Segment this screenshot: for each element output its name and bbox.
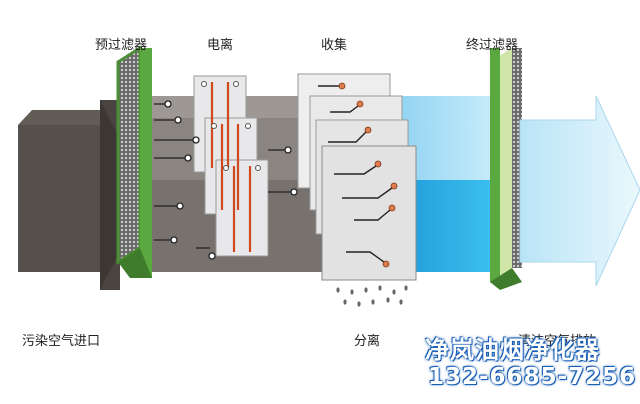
outlet-air-arrow [519,95,640,287]
collection-stage [297,73,417,281]
final-filter-label: 终过滤器 [466,38,519,53]
ionization-stage [154,75,298,260]
collection-label: 收集 [321,38,348,53]
separation-label: 分离 [354,334,381,349]
outlet-label: 清洁空气排放 [518,334,597,349]
final-filter-panel [490,48,522,290]
inlet-air-arrow [18,100,148,290]
inlet-label: 污染空气进口 [22,334,101,349]
prefilter-label: 预过滤器 [95,38,148,53]
prefilter-panel [116,45,152,278]
separated-droplets [336,285,408,307]
ionization-label: 电离 [207,38,234,53]
watermark-phone: 132-6685-7256 [428,364,637,390]
watermark-company: 净岚油烟净化器 [425,336,600,364]
